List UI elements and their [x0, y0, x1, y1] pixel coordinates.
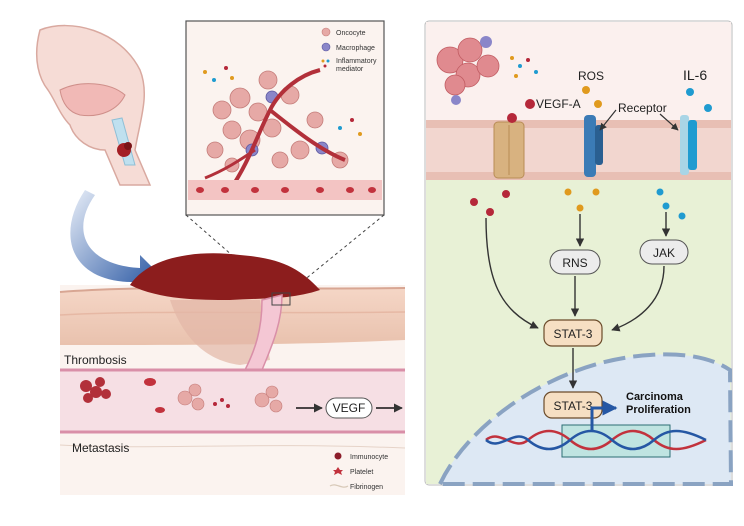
legend-macrophage: Macrophage [336, 45, 375, 52]
ros-receptor [584, 115, 603, 177]
signaling-panel: VEGF-A ROS IL-6 Receptor [424, 20, 734, 486]
macrophage-legend-icon [321, 42, 331, 52]
inflammatory-mediator-legend-icon [321, 59, 330, 68]
stat3-upper-node [543, 319, 603, 347]
stat3-lower-node [543, 391, 603, 419]
oncocyte-legend-icon [321, 27, 331, 37]
dna-helix [485, 429, 707, 451]
fibrinogen-legend-icon [329, 484, 349, 488]
vegf-pill-label: VEGF [333, 401, 366, 415]
tumor-mass [130, 253, 320, 300]
legend-bottom: Immunocyte Platelet Fibrinogen [329, 452, 388, 491]
legend-oncocyte: Oncocyte [336, 30, 366, 37]
transcription-arrow [590, 400, 618, 432]
rns-node-label: RNS [562, 256, 587, 270]
tumor-microenvironment-inset: Oncocyte Macrophage Inflammatory mediato… [185, 20, 385, 216]
legend-immunocyte: Immunocyte [350, 454, 388, 461]
vegf-receptor [493, 121, 525, 179]
rns-node [549, 249, 601, 275]
zoom-arrow [70, 190, 160, 295]
label-thrombosis: Thrombosis [64, 353, 127, 367]
il6-receptor [680, 115, 697, 175]
label-metastasis: Metastasis [72, 441, 129, 455]
label-receptor: Receptor [618, 101, 667, 115]
vegf-pill [325, 397, 373, 419]
head-anatomy [35, 24, 152, 186]
label-il6: IL-6 [683, 67, 707, 83]
legend-platelet: Platelet [350, 469, 373, 476]
zoom-line-left [185, 214, 273, 291]
jak-node [639, 239, 689, 265]
label-vegf-a: VEGF-A [536, 97, 581, 111]
stat3-upper-label: STAT-3 [554, 327, 593, 341]
vegf-a-ligand [507, 113, 517, 123]
label-proliferation: Proliferation [626, 404, 691, 416]
immunocyte-legend-icon [334, 452, 342, 460]
label-ros: ROS [578, 69, 604, 83]
tissue-cross-section: VEGF Thrombosis Metastasis [59, 253, 406, 495]
legend-inflammatory-line2: mediator [336, 66, 364, 73]
zoom-region-box [271, 292, 291, 306]
jak-node-label: JAK [653, 246, 675, 260]
legend-inflammatory-line1: Inflammatory [336, 58, 377, 65]
zoom-line-right [291, 214, 385, 291]
stat3-lower-label: STAT-3 [554, 399, 593, 413]
legend-fibrinogen: Fibrinogen [350, 484, 383, 491]
label-carcinoma: Carcinoma [626, 391, 684, 403]
platelet-legend-icon [333, 467, 343, 475]
